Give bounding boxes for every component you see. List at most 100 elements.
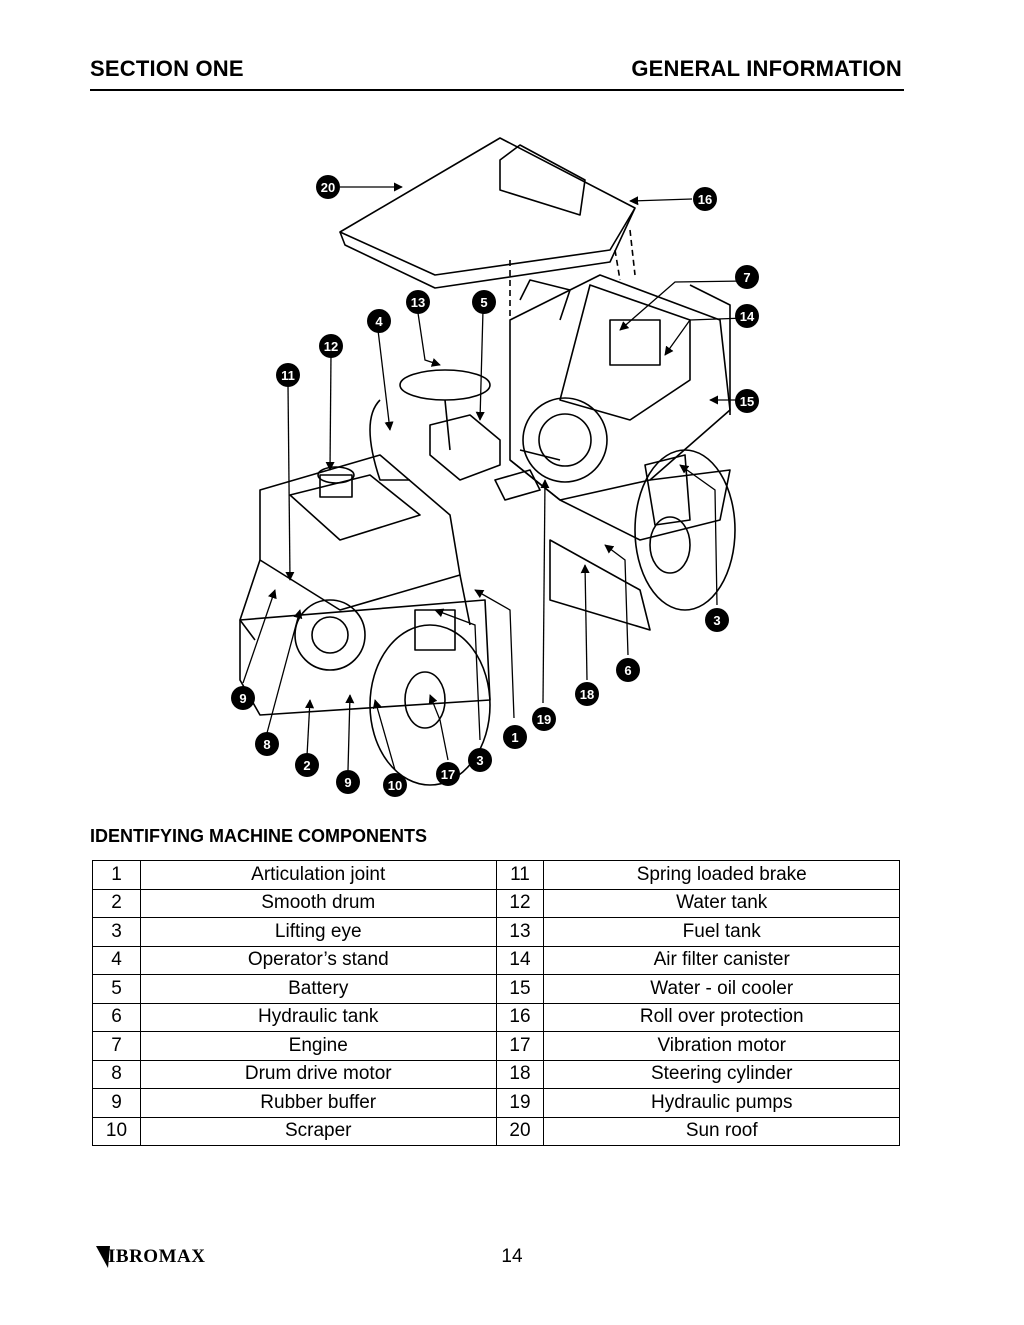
svg-text:10: 10 [388, 778, 402, 793]
header-rule [90, 89, 904, 91]
svg-text:20: 20 [321, 180, 335, 195]
callout-15-icon: 15 [735, 389, 759, 413]
component-name: Spring loaded brake [543, 860, 900, 890]
svg-text:IBROMAX: IBROMAX [108, 1246, 205, 1267]
component-name: Hydraulic pumps [543, 1088, 900, 1118]
section-title: GENERAL INFORMATION [631, 56, 902, 81]
component-number: 19 [495, 1088, 545, 1118]
callout-7-icon: 7 [735, 265, 759, 289]
component-number: 11 [495, 860, 545, 890]
callout-8-icon: 8 [255, 732, 279, 756]
component-number: 10 [92, 1116, 141, 1146]
svg-text:2: 2 [303, 758, 310, 773]
callout-12-icon: 12 [319, 334, 343, 358]
sun-roof-shape [339, 137, 636, 276]
callout-16-icon: 16 [693, 187, 717, 211]
component-name: Water tank [543, 888, 900, 918]
callout-4-icon: 4 [367, 309, 391, 333]
callout-19-icon: 19 [532, 707, 556, 731]
callout-11-icon: 11 [276, 363, 300, 387]
svg-text:11: 11 [281, 368, 295, 383]
component-name: Water - oil cooler [543, 974, 900, 1004]
component-name: Vibration motor [543, 1031, 900, 1061]
component-number: 13 [495, 917, 545, 947]
component-name: Articulation joint [139, 860, 497, 890]
callout-18-icon: 18 [575, 682, 599, 706]
component-number: 20 [495, 1116, 545, 1146]
svg-text:18: 18 [580, 687, 594, 702]
component-number: 5 [92, 974, 141, 1004]
svg-text:9: 9 [344, 775, 351, 790]
component-name: Battery [139, 974, 497, 1004]
component-number: 17 [495, 1031, 545, 1061]
callout-3-icon: 3 [705, 608, 729, 632]
machine-diagram: 20 16 7 14 15 13 5 4 12 11 3 6 18 19 1 1… [231, 137, 759, 797]
svg-text:3: 3 [713, 613, 720, 628]
component-number: 15 [495, 974, 545, 1004]
callout-9b-icon: 9 [231, 686, 255, 710]
component-name: Air filter canister [543, 945, 900, 975]
component-name: Fuel tank [543, 917, 900, 947]
component-number: 9 [92, 1088, 141, 1118]
component-name: Smooth drum [139, 888, 497, 918]
callout-10-icon: 10 [383, 773, 407, 797]
components-heading: IDENTIFYING MACHINE COMPONENTS [90, 826, 428, 846]
component-number: 8 [92, 1059, 141, 1089]
vibromax-logo: IBROMAX [96, 1246, 205, 1268]
callout-2-icon: 2 [295, 753, 319, 777]
component-name: Lifting eye [139, 917, 497, 947]
svg-text:6: 6 [624, 663, 631, 678]
component-number: 18 [495, 1059, 545, 1089]
callout-14-icon: 14 [735, 304, 759, 328]
svg-text:15: 15 [740, 394, 754, 409]
component-number: 16 [495, 1002, 545, 1032]
svg-text:1: 1 [511, 730, 518, 745]
component-number: 1 [92, 860, 141, 890]
component-number: 3 [92, 917, 141, 947]
svg-text:7: 7 [743, 270, 750, 285]
component-name: Engine [139, 1031, 497, 1061]
component-name: Roll over protection [543, 1002, 900, 1032]
callout-1-icon: 1 [503, 725, 527, 749]
svg-text:3: 3 [476, 753, 483, 768]
component-name: Operator’s stand [139, 945, 497, 975]
component-number: 4 [92, 945, 141, 975]
component-number: 7 [92, 1031, 141, 1061]
callout-5-icon: 5 [472, 290, 496, 314]
svg-text:16: 16 [698, 192, 712, 207]
component-number: 6 [92, 1002, 141, 1032]
component-number: 12 [495, 888, 545, 918]
page-number: 14 [501, 1246, 523, 1267]
section-label: SECTION ONE [90, 56, 244, 81]
svg-text:8: 8 [263, 737, 270, 752]
component-name: Steering cylinder [543, 1059, 900, 1089]
svg-text:13: 13 [411, 295, 425, 310]
component-number: 14 [495, 945, 545, 975]
svg-text:12: 12 [324, 339, 338, 354]
callout-17-icon: 17 [436, 762, 460, 786]
callout-3b-icon: 3 [468, 748, 492, 772]
callout-13-icon: 13 [406, 290, 430, 314]
component-name: Drum drive motor [139, 1059, 497, 1089]
callout-9-icon: 9 [336, 770, 360, 794]
component-number: 2 [92, 888, 141, 918]
callout-6-icon: 6 [616, 658, 640, 682]
component-name: Rubber buffer [139, 1088, 497, 1118]
svg-text:17: 17 [441, 767, 455, 782]
svg-text:5: 5 [480, 295, 487, 310]
component-name: Scraper [139, 1116, 497, 1146]
svg-text:14: 14 [740, 309, 755, 324]
component-name: Hydraulic tank [139, 1002, 497, 1032]
svg-text:4: 4 [375, 314, 383, 329]
component-name: Sun roof [543, 1116, 900, 1146]
